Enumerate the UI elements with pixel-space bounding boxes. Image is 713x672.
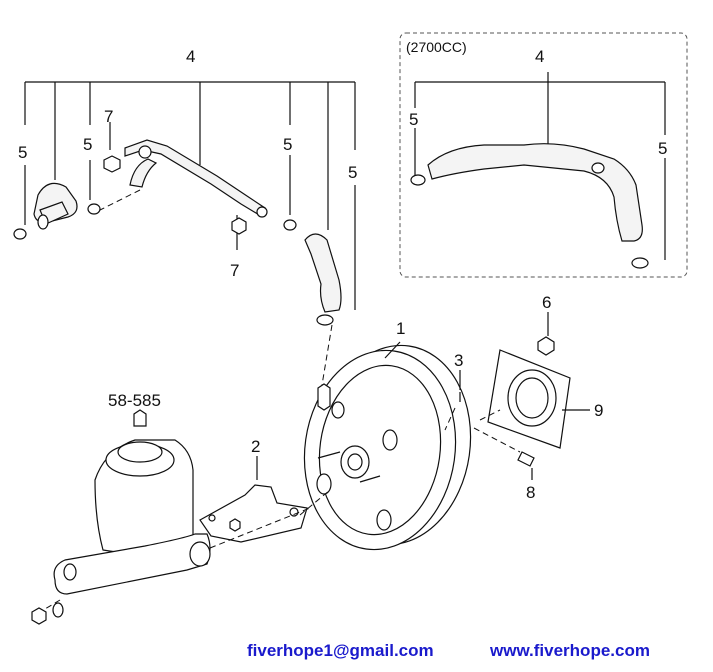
callout-inset-hose-assembly: 4 [535,47,544,66]
callout-stud: 3 [454,351,463,370]
inset-title: (2700CC) [406,39,467,55]
pin [473,427,535,480]
stud [444,370,461,431]
footer-email[interactable]: fiverhope1@gmail.com [247,641,434,660]
left-hose-parts [13,139,342,386]
brake-booster [303,341,472,551]
callout-pin: 8 [526,483,535,502]
callout-nut: 6 [542,293,551,312]
callout-bracket: 2 [251,437,260,456]
callout-clamp-left-3: 5 [283,135,292,154]
bracket [199,456,331,543]
callout-clamp-left-1: 5 [18,143,27,162]
callout-nut-small-top: 7 [104,107,113,126]
callout-reservoir-cap: 58-585 [108,391,161,410]
callout-hose-assembly: 4 [186,47,195,66]
callout-nut-small-bottom: 7 [230,261,239,280]
inset-2700cc [399,32,688,278]
callout-inset-clamp-left: 5 [409,110,418,129]
footer-website[interactable]: www.fiverhope.com [489,641,650,660]
callout-clamp-left-4: 5 [348,163,357,182]
master-cylinder [39,409,311,613]
nut [537,312,555,356]
gasket [479,349,590,449]
hose-assembly-leaders [24,81,356,310]
washer-nut [31,602,64,625]
callout-inset-clamp-right: 5 [658,139,667,158]
callout-booster: 1 [396,319,405,338]
callout-clamp-left-2: 5 [83,135,92,154]
callout-gasket: 9 [594,401,603,420]
